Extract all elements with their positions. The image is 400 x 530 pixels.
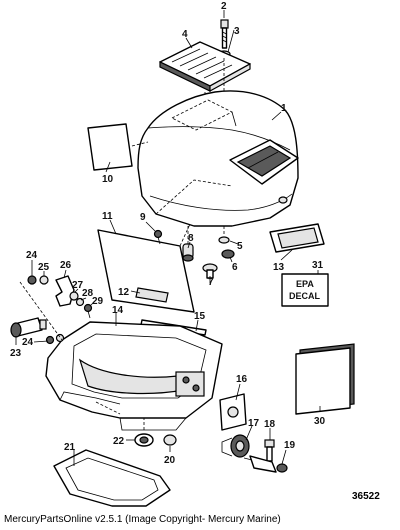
callout-30: 30 [314,416,326,427]
callout-2: 2 [221,1,227,12]
part-vent-grille [159,41,251,93]
callout-24b: 24 [26,250,38,261]
part-top-cowl [137,90,299,227]
part-fitting [243,455,288,473]
callout-13: 13 [273,262,285,273]
part-grommet [182,243,194,262]
part-plate [219,393,247,431]
callout-24a: 24 [22,337,34,348]
part-clamp [134,433,154,447]
part-nut-a [27,275,37,285]
callout-16: 16 [236,374,248,385]
leader-lines [15,10,321,466]
part-washer-a [39,275,49,285]
figure-number: 36522 [352,491,380,502]
part-screw [220,19,229,49]
callout-18: 18 [264,419,276,430]
part-spring [75,297,85,307]
part-nut [221,249,235,259]
callout-23: 23 [10,348,22,359]
callout-5: 5 [237,241,243,252]
callout-19: 19 [284,440,296,451]
callout-8: 8 [188,233,194,244]
callout-31: 31 [312,260,324,271]
epa-decal-line2: DECAL [289,291,321,301]
callout-17: 17 [248,418,260,429]
part-side-decal [97,229,195,313]
part-decal [87,123,133,171]
part-bottom-cowl [45,321,223,431]
part-decal-strip [135,287,169,303]
callout-25: 25 [38,262,50,273]
footer-copyright: MercuryPartsOnline v2.5.1 (Image Copyrig… [4,514,281,525]
part-latch-hook [55,275,75,307]
part-clip [218,236,230,244]
part-lever-handle [10,317,47,338]
callout-21: 21 [64,442,76,453]
part-washer-b [55,333,65,343]
epa-decal-line1: EPA [296,279,314,289]
callout-15: 15 [194,311,206,322]
part-rear-decal [269,223,325,253]
callout-11: 11 [102,211,113,222]
callout-3: 3 [234,26,240,37]
callout-6: 6 [232,262,238,273]
callout-1: 1 [281,103,287,114]
callout-14: 14 [112,305,124,316]
callout-26: 26 [60,260,72,271]
callout-4: 4 [182,29,188,40]
part-manual [295,343,355,415]
callout-9: 9 [140,212,146,223]
epa-decal-box: EPA DECAL [281,273,329,307]
callout-12: 12 [118,287,130,298]
part-bushing [69,291,79,301]
part-nut-b [45,335,55,345]
callout-numbers: 1 2 3 4 5 6 7 8 9 10 11 12 13 14 15 16 1… [10,1,326,466]
callout-20: 20 [164,455,176,466]
part-large-grommet [221,434,250,458]
part-pin [202,263,218,279]
callout-10: 10 [102,174,114,185]
part-bolt [264,439,275,462]
callout-22: 22 [113,436,125,447]
part-screw-small [153,229,163,245]
part-bolt-a [83,303,93,319]
callout-28: 28 [82,288,94,299]
callout-29: 29 [92,296,104,307]
callout-7: 7 [208,277,214,288]
callout-27: 27 [72,280,84,291]
part-seal [53,449,171,507]
part-plug [163,434,177,446]
